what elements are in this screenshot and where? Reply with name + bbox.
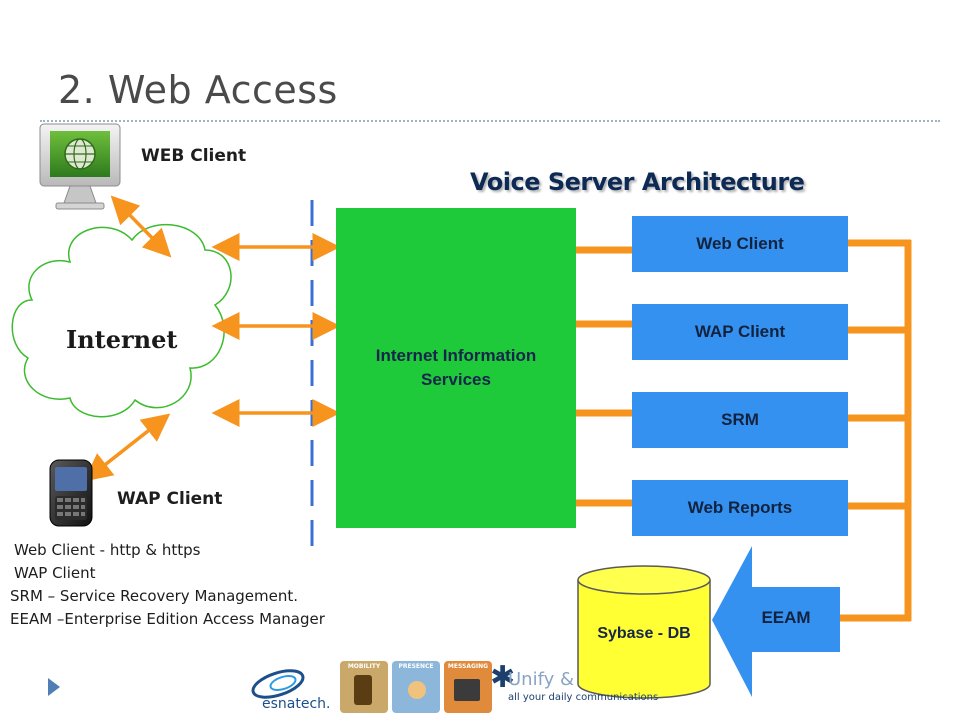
web-client-label: WEB Client [141,146,247,166]
service-bus [840,239,912,622]
wap-client-label: WAP Client [117,489,223,509]
note-item: EEAM –Enterprise Edition Access Manager [10,610,325,628]
phone-icon [49,459,93,527]
sybase-db-cylinder: Sybase - DB [577,565,711,699]
wap-client-arrow [83,413,171,482]
notes-list: Web Client - http & https WAP Client SRM… [10,539,325,631]
service-web-client: Web Client [632,216,848,272]
note-item: WAP Client [14,564,96,582]
architecture-title: Voice Server Architecture [470,168,805,196]
internet-label: Internet [66,325,177,354]
presence-person-icon [408,681,426,699]
note-item: SRM – Service Recovery Management. [10,587,299,605]
title-divider [40,120,940,122]
service-srm: SRM [632,392,848,448]
web-client-arrow [110,195,172,258]
presence-tile: PRESENCE [392,661,440,713]
iis-block: Internet Information Services [336,208,576,528]
messaging-tile: MESSAGING [444,661,492,713]
mobility-tile: MOBILITY [340,661,388,713]
eeam-block: EEAM [712,546,840,697]
iis-label: Internet Information Services [375,346,537,389]
asterisk-icon: ✱ [490,660,516,695]
subtagline: all your daily communications [508,692,659,703]
tagline: Unify & [508,669,575,690]
slide-nav-triangle-icon [48,678,60,696]
service-web-reports: Web Reports [632,480,848,536]
db-label: Sybase - DB [597,625,690,642]
note-item: Web Client - http & https [14,541,201,559]
mobility-phone-icon [354,675,372,705]
cloud-to-iis-arrows [211,233,341,427]
slide-title: 2. Web Access [58,68,338,112]
monitor-icon [39,123,121,210]
service-wap-client: WAP Client [632,304,848,360]
messaging-device-icon [454,679,480,701]
brand-name: esnatech. [262,696,331,712]
eeam-label: EEAM [761,608,810,627]
iis-service-connectors [576,246,632,507]
